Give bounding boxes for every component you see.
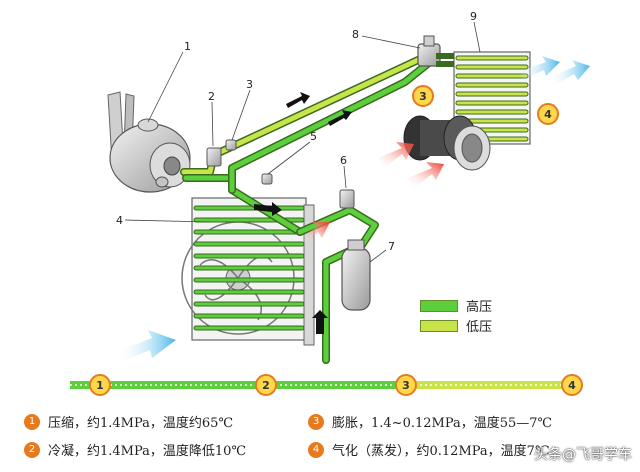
part-label-1: 1 xyxy=(184,40,191,53)
stage-desc-text-1: 压缩，约1.4MPa，温度约65℃ xyxy=(48,416,233,431)
svg-text:3: 3 xyxy=(419,90,427,103)
part-label-2: 2 xyxy=(208,90,215,103)
timeline-marker-3: 3 xyxy=(395,374,417,396)
stage-marker-evap-3: 3 xyxy=(412,85,434,107)
stage-desc-4: 4 气化（蒸发），约0.12MPa，温度7℃ xyxy=(308,440,549,459)
low-pressure-port xyxy=(225,139,237,151)
svg-text:2: 2 xyxy=(262,379,270,392)
legend-swatch-high xyxy=(420,299,458,312)
flow-arrows xyxy=(254,92,352,334)
part-labels: 1 2 3 4 5 6 7 8 9 xyxy=(116,10,477,253)
stage-desc-num-2: 2 xyxy=(24,441,40,458)
svg-text:4: 4 xyxy=(568,379,576,392)
legend-label-high: 高压 xyxy=(466,300,493,315)
stage-desc-text-2: 冷凝，约1.4MPa，温度降低10℃ xyxy=(48,444,246,459)
stage-timeline xyxy=(70,381,586,389)
legend-low-pressure: 低压 xyxy=(420,316,492,335)
part-label-8: 8 xyxy=(352,28,359,41)
svg-text:1: 1 xyxy=(96,379,104,392)
stage-desc-1: 1 压缩，约1.4MPa，温度约65℃ xyxy=(24,412,233,431)
timeline-marker-1: 1 xyxy=(89,374,111,396)
part-label-3: 3 xyxy=(246,78,253,91)
stage-desc-text-3: 膨胀，1.4~0.12MPa，温度55—7℃ xyxy=(332,416,553,431)
timeline-markers: 1 2 3 4 xyxy=(89,374,583,396)
svg-text:4: 4 xyxy=(544,108,552,121)
blower-fan xyxy=(403,115,491,171)
legend-high-pressure: 高压 xyxy=(420,296,492,315)
timeline-marker-2: 2 xyxy=(255,374,277,396)
service-valve xyxy=(261,173,273,185)
legend-swatch-low xyxy=(420,319,458,332)
timeline-marker-4: 4 xyxy=(561,374,583,396)
compressor xyxy=(107,91,191,193)
part-label-6: 6 xyxy=(340,154,347,167)
stage-desc-3: 3 膨胀，1.4~0.12MPa，温度55—7℃ xyxy=(308,412,552,431)
cool-air-arrows xyxy=(116,56,590,362)
evaporator-inlet xyxy=(436,53,454,67)
leader-lines xyxy=(124,21,481,263)
hot-air-arrows xyxy=(300,142,444,244)
stage-marker-evap-4: 4 xyxy=(537,103,559,125)
part-label-4: 4 xyxy=(116,214,123,227)
high-pressure-port xyxy=(206,147,222,167)
part-label-5: 5 xyxy=(310,130,317,143)
stage-desc-text-4: 气化（蒸发），约0.12MPa，温度7℃ xyxy=(332,444,550,459)
receiver-drier xyxy=(341,239,371,311)
stage-desc-num-4: 4 xyxy=(308,441,324,458)
stage-desc-num-3: 3 xyxy=(308,413,324,430)
part-label-7: 7 xyxy=(388,240,395,253)
stage-desc-2: 2 冷凝，约1.4MPa，温度降低10℃ xyxy=(24,440,246,459)
part-label-9: 9 xyxy=(470,10,477,23)
pressure-switch xyxy=(339,189,355,209)
svg-text:3: 3 xyxy=(402,379,410,392)
watermark: 头条@飞哥学车 xyxy=(534,447,632,463)
stage-desc-num-1: 1 xyxy=(24,413,40,430)
condenser-coils xyxy=(193,205,305,331)
legend-label-low: 低压 xyxy=(466,320,493,335)
